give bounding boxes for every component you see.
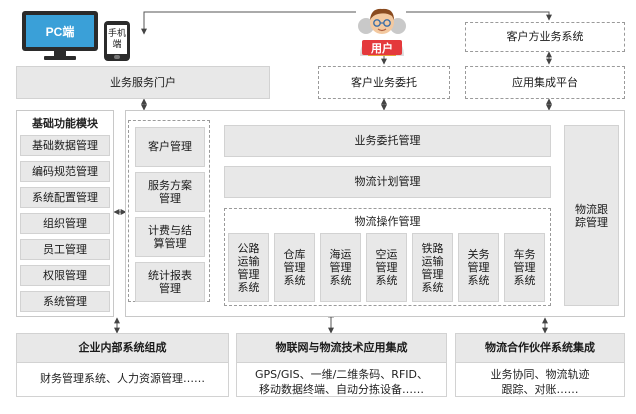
basic-item-system[interactable]: 系统管理: [20, 291, 110, 312]
iot-integration-body-line1: GPS/GIS、一维/二维条码、RFID、: [255, 368, 428, 381]
business-service-portal[interactable]: 业务服务门户: [16, 66, 270, 99]
statistics-report-management[interactable]: 统计报表管理: [135, 262, 205, 302]
basic-item-permission[interactable]: 权限管理: [20, 265, 110, 286]
partner-integration-body-line1: 业务协同、物流轨迹: [490, 368, 590, 381]
phone-icon: 手机端: [104, 21, 130, 61]
partner-integration-body-line2: 跟踪、对账……: [501, 383, 579, 396]
billing-settlement-management[interactable]: 计费与结算管理: [135, 217, 205, 257]
phone-label: 手机端: [107, 25, 127, 54]
ops-road-transport[interactable]: 公路运输管理系统: [228, 233, 269, 302]
partner-integration-title: 物流合作伙伴系统集成: [455, 333, 625, 363]
logistics-tracking-management[interactable]: 物流跟踪管理: [564, 125, 619, 306]
ops-sea-freight[interactable]: 海运管理系统: [320, 233, 361, 302]
logistics-operation-title: 物流操作管理: [354, 215, 421, 228]
internal-systems-title: 企业内部系统组成: [16, 333, 229, 363]
basic-module-title: 基础功能模块: [32, 117, 98, 130]
ops-rail-transport[interactable]: 铁路运输管理系统: [412, 233, 453, 302]
ops-air-freight[interactable]: 空运管理系统: [366, 233, 407, 302]
iot-integration-title: 物联网与物流技术应用集成: [236, 333, 447, 363]
logistics-operation-panel: [224, 208, 551, 306]
user-label: 用户: [362, 40, 402, 55]
customer-business-entrust[interactable]: 客户业务委托: [318, 66, 450, 99]
logistics-plan-management[interactable]: 物流计划管理: [224, 166, 551, 198]
iot-integration-body-line2: 移动数据终端、自动分拣设备……: [259, 383, 424, 396]
customer-management[interactable]: 客户管理: [135, 127, 205, 167]
pc-label: PC端: [26, 15, 94, 47]
customer-business-system[interactable]: 客户方业务系统: [465, 22, 625, 52]
internal-systems-body: 财务管理系统、人力资源管理……: [40, 372, 205, 385]
pc-monitor-icon: PC端: [22, 11, 98, 61]
basic-item-data[interactable]: 基础数据管理: [20, 135, 110, 156]
basic-item-staff[interactable]: 员工管理: [20, 239, 110, 260]
connector-user-customer-system: [406, 11, 552, 21]
connector-user-portal: [141, 11, 356, 35]
application-integration-platform[interactable]: 应用集成平台: [465, 66, 625, 99]
ops-warehouse[interactable]: 仓库管理系统: [274, 233, 315, 302]
basic-item-code[interactable]: 编码规范管理: [20, 161, 110, 182]
ops-vehicle[interactable]: 车务管理系统: [504, 233, 545, 302]
ops-customs[interactable]: 关务管理系统: [458, 233, 499, 302]
user-avatar-icon: 用户: [356, 2, 408, 56]
business-entrust-management[interactable]: 业务委托管理: [224, 125, 551, 157]
basic-item-org[interactable]: 组织管理: [20, 213, 110, 234]
basic-item-config[interactable]: 系统配置管理: [20, 187, 110, 208]
service-plan-management[interactable]: 服务方案管理: [135, 172, 205, 212]
